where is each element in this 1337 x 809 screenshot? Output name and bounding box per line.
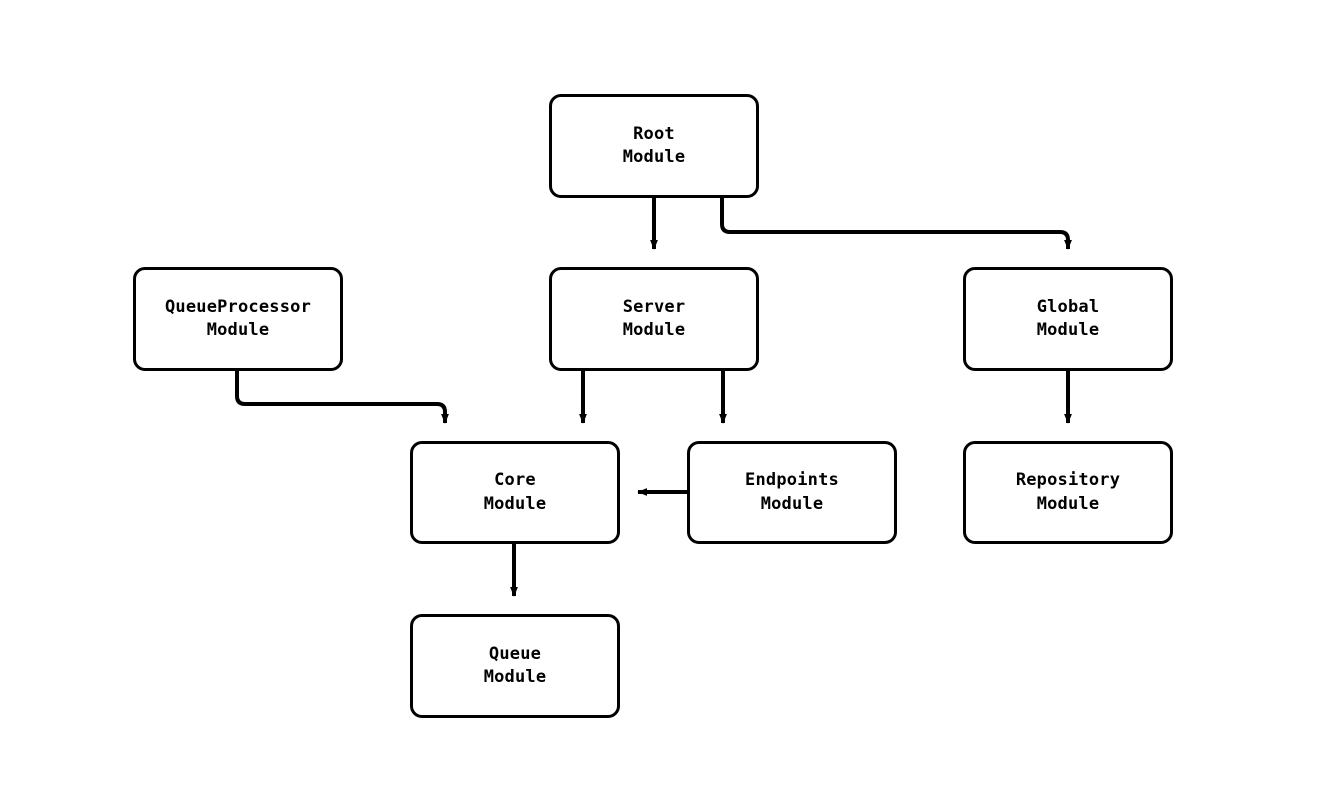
node-global-module[interactable]: Global Module: [963, 267, 1173, 371]
node-queueprocessor-module-line1: QueueProcessor: [164, 296, 312, 317]
node-queue-module-line1: Queue: [488, 643, 542, 664]
node-root-module-line1: Root: [633, 123, 675, 144]
node-queueprocessor-module-line2: Module: [206, 320, 270, 340]
node-server-module[interactable]: Server Module: [549, 267, 759, 371]
node-repository-module[interactable]: Repository Module: [963, 441, 1173, 544]
node-repository-module-line1: Repository: [1015, 470, 1121, 491]
node-root-module-line2: Module: [622, 147, 686, 167]
node-core-module[interactable]: Core Module: [410, 441, 620, 544]
node-server-module-line1: Server: [622, 296, 686, 317]
node-core-module-line2: Module: [483, 493, 547, 514]
node-endpoints-module-line2: Module: [760, 493, 824, 514]
node-server-module-line2: Module: [622, 320, 686, 340]
node-queue-module[interactable]: Queue Module: [410, 614, 620, 718]
node-endpoints-module-line1: Endpoints: [745, 470, 839, 491]
edge-queueprocessor-to-core: [235, 371, 449, 424]
edge-root-to-global: [720, 198, 1072, 250]
node-queueprocessor-module[interactable]: QueueProcessor Module: [133, 267, 343, 371]
node-repository-module-line2: Module: [1036, 493, 1100, 514]
node-queue-module-line2: Module: [483, 667, 547, 687]
node-root-module[interactable]: Root Module: [549, 94, 759, 198]
node-global-module-line2: Module: [1036, 320, 1100, 340]
node-global-module-line1: Global: [1036, 296, 1100, 317]
node-endpoints-module[interactable]: Endpoints Module: [687, 441, 897, 544]
node-core-module-line1: Core: [494, 470, 536, 491]
